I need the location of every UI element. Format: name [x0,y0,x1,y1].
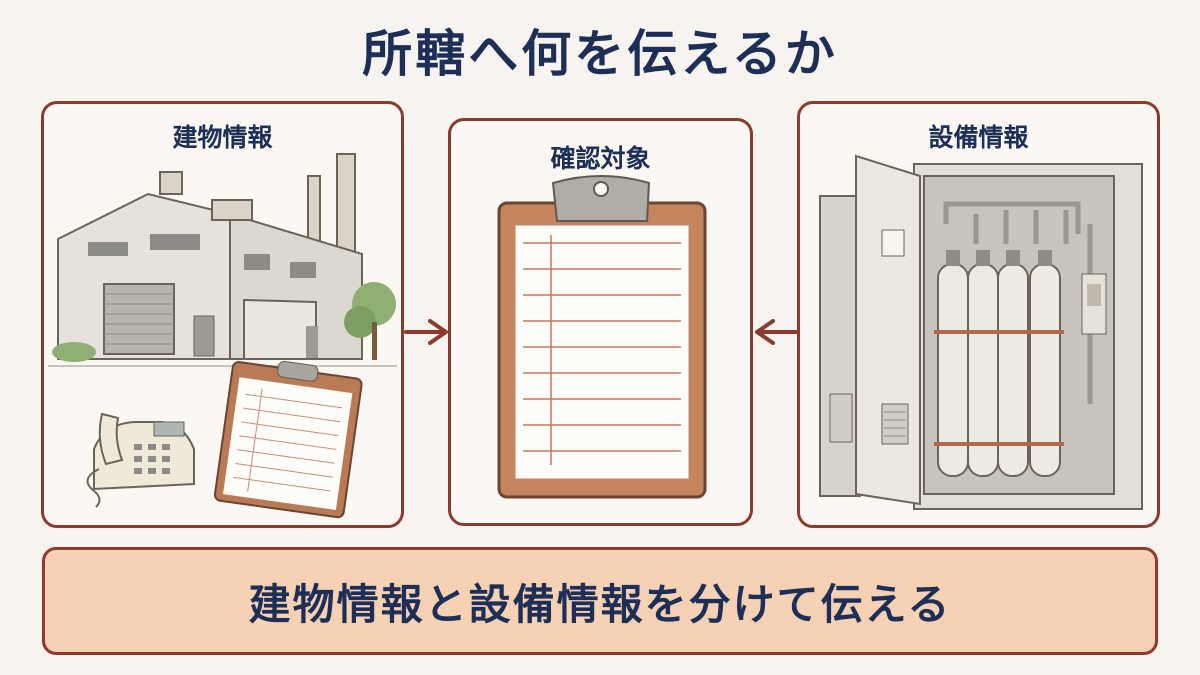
check-target-panel: 確認対象 [448,118,753,526]
clipboard-icon [213,360,363,519]
page-title: 所轄へ何を伝えるか [362,25,838,83]
summary-banner: 建物情報と設備情報を分けて伝える [42,547,1158,655]
clipboard-icon [497,175,707,499]
factory-icon [48,153,397,519]
building-info-label: 建物情報 [172,123,273,152]
equipment-info-panel: 設備情報 [797,101,1160,528]
building-info-panel: 建物情報 [41,101,404,528]
telephone-icon [86,412,195,508]
arrow-right-icon [404,319,448,345]
check-target-label: 確認対象 [550,144,651,173]
summary-text: 建物情報と設備情報を分けて伝える [248,579,952,629]
equipment-info-label: 設備情報 [928,123,1029,152]
gas-cylinder-cabinet-icon [819,154,1143,510]
arrow-left-icon [755,319,799,345]
